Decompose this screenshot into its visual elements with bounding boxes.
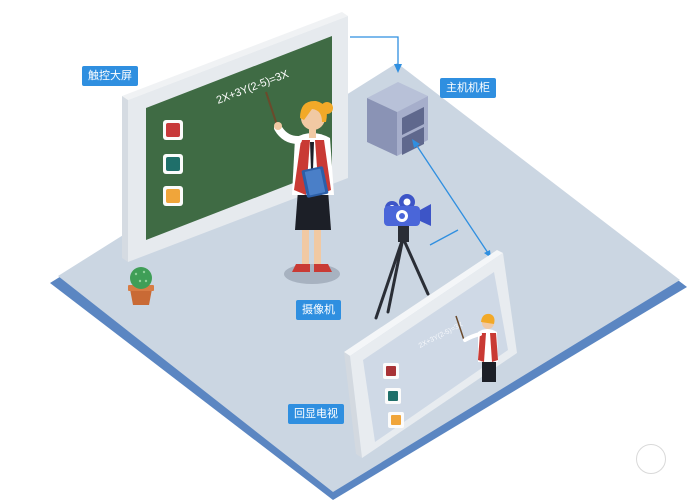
camera-tripod <box>374 194 431 320</box>
tv-teacher-figure <box>455 313 498 382</box>
tv-orange-icon <box>391 415 401 425</box>
touch-screen: 2X+3Y(2-5)=3X <box>122 12 348 262</box>
playback-tv: 2X+3Y(2-5)=3X <box>344 250 517 458</box>
label-camera: 摄像机 <box>296 300 341 320</box>
label-playback-tv: 回显电视 <box>288 404 344 424</box>
board-surface <box>146 36 332 240</box>
label-host-cabinet: 主机机柜 <box>440 78 496 98</box>
board-red-icon <box>163 120 183 140</box>
teacher-figure <box>265 91 340 284</box>
tv-teal-icon <box>388 391 398 401</box>
connection-arrows <box>350 36 491 258</box>
board-orange-icon <box>163 186 183 206</box>
floor <box>50 63 687 500</box>
label-touch-screen: 触控大屏 <box>82 66 138 86</box>
scroll-to-top-button[interactable] <box>636 444 666 474</box>
plant <box>128 267 154 305</box>
video-camera-icon <box>384 194 431 226</box>
tv-red-icon <box>386 366 396 376</box>
board-teal-icon <box>163 154 183 174</box>
host-cabinet <box>367 82 428 156</box>
